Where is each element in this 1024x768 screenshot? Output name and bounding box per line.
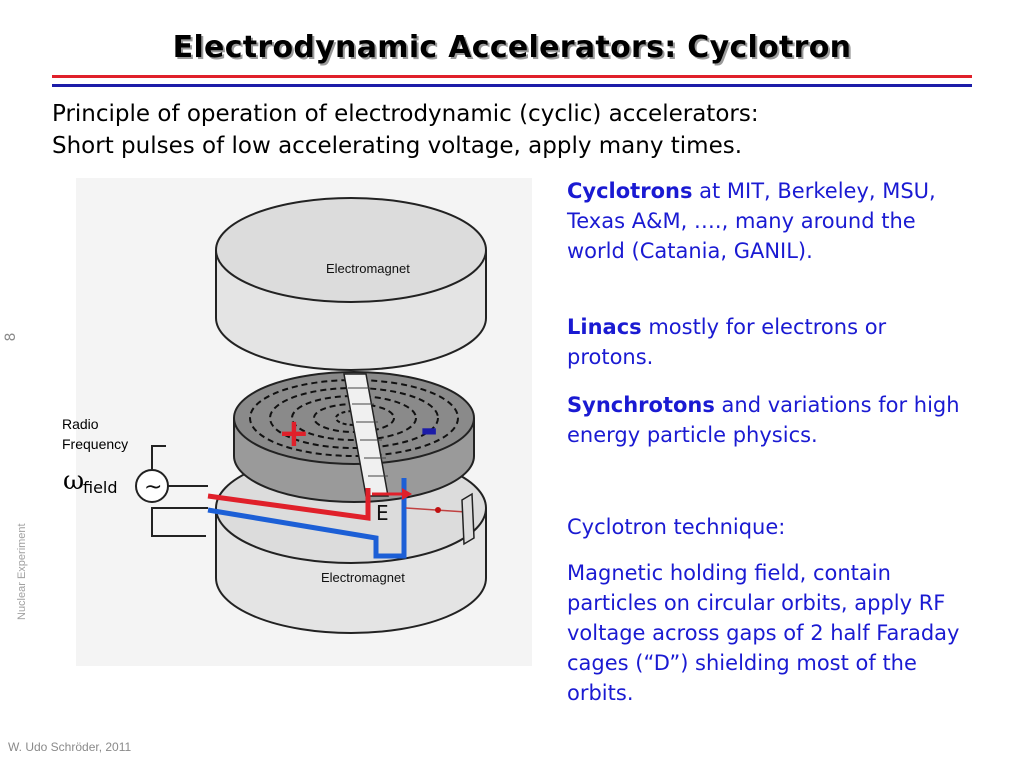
e-field-label: E xyxy=(376,501,389,525)
minus-sign: - xyxy=(420,404,438,455)
cyclotron-diagram: Electromagnet Electromagnet + - ~ E xyxy=(76,178,532,666)
top-electromagnet: Electromagnet xyxy=(215,197,487,371)
radio-label-line-1: Radio xyxy=(62,416,99,432)
plus-sign: + xyxy=(278,411,310,455)
red-wire xyxy=(207,488,371,521)
synchrotons-term: Synchrotons xyxy=(567,393,715,417)
course-label: Nuclear Experiment xyxy=(16,523,28,620)
linacs-text: mostly for electrons or protons. xyxy=(567,315,887,369)
intro-line-2: Short pulses of low accelerating voltage… xyxy=(52,133,743,159)
side-paragraph-linacs: Linacs mostly for electrons or protons. xyxy=(567,312,967,372)
author-label: W. Udo Schröder, 2011 xyxy=(8,740,132,754)
omega-subscript: field xyxy=(83,478,118,497)
intro-line-1: Principle of operation of electrodynamic… xyxy=(52,101,759,127)
top-magnet-label: Electromagnet xyxy=(326,261,410,276)
title-rule-red xyxy=(52,75,972,78)
radio-label-line-2: Frequency xyxy=(62,436,129,452)
side-paragraph-cyclotrons: Cyclotrons at MIT, Berkeley, MSU, Texas … xyxy=(567,176,967,266)
bottom-magnet-label: Electromagnet xyxy=(321,570,405,585)
synchrotons-text: and variations for high energy particle … xyxy=(567,393,960,447)
side-paragraph-synchrotons: Synchrotons and variations for high ener… xyxy=(567,390,967,450)
dee-chamber xyxy=(233,371,475,503)
omega-symbol: ω xyxy=(63,466,85,496)
rf-wire-bottom xyxy=(151,507,208,537)
beam-particle xyxy=(435,507,441,513)
side-paragraph-technique: Cyclotron technique: xyxy=(567,515,786,539)
title-rule-blue xyxy=(52,84,972,87)
side-paragraph-description: Magnetic holding field, contain particle… xyxy=(567,561,960,705)
page-title: Electrodynamic Accelerators: Cyclotron xyxy=(172,30,852,65)
blue-wire xyxy=(207,478,407,559)
cyclotrons-term: Cyclotrons xyxy=(567,179,693,203)
radio-frequency-label: Radio Frequency xyxy=(62,414,128,454)
intro-text: Principle of operation of electrodynamic… xyxy=(52,98,759,162)
extraction-plate xyxy=(461,492,475,546)
slide-number: 8 xyxy=(3,332,19,342)
linacs-term: Linacs xyxy=(567,315,642,339)
ac-symbol: ~ xyxy=(144,475,162,500)
cyclotrons-text: at MIT, Berkeley, MSU, Texas A&M, …., ma… xyxy=(567,179,936,263)
